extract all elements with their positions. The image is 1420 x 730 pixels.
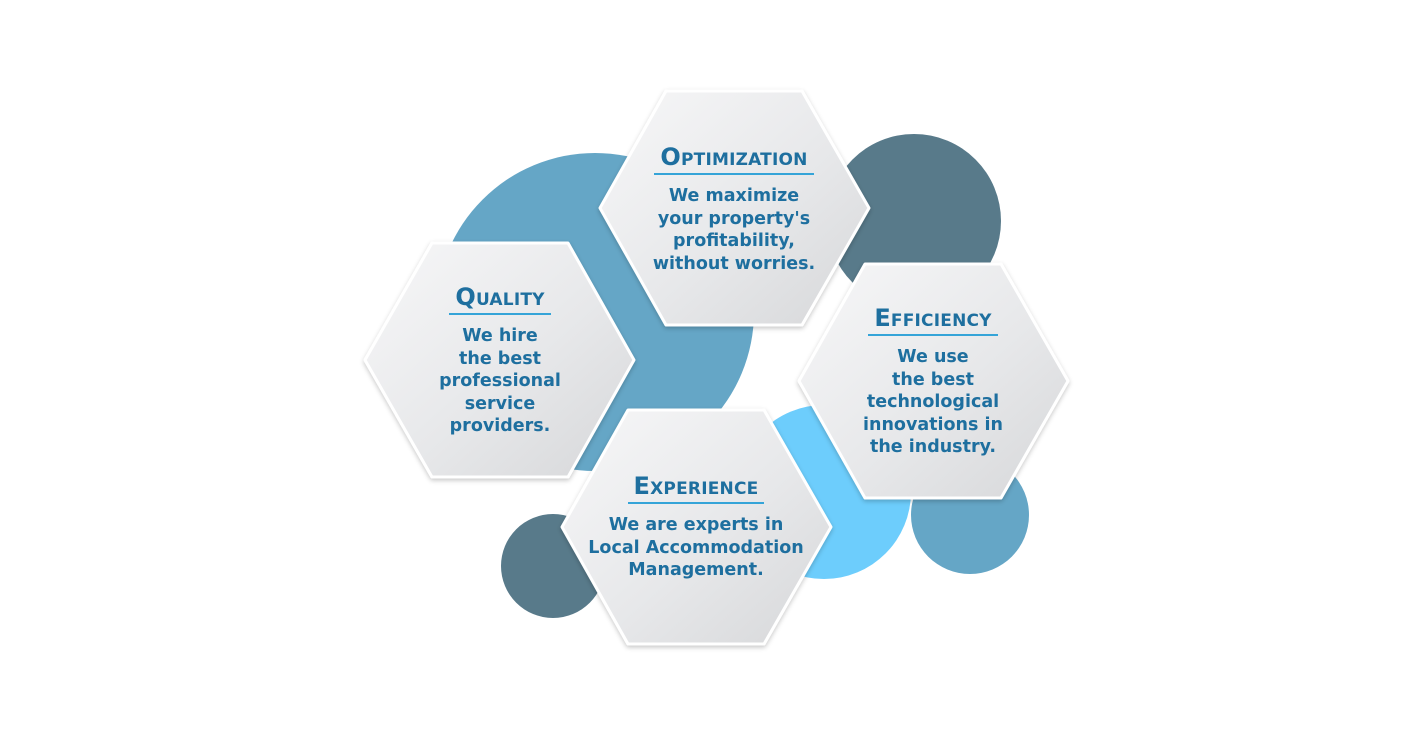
efficiency-line: We use [897,347,969,367]
hexagon-experience [560,408,833,646]
efficiency-title: Efficiency [868,304,998,336]
efficiency-line: the best [892,369,974,390]
optimization-line: profitability, [673,231,795,251]
optimization-label: Optimization We maximize your property's… [614,143,854,275]
experience-label: Experience We are experts in Local Accom… [566,472,826,582]
quality-line: professional [439,371,561,391]
experience-line: Local Accommodation [588,537,804,558]
optimization-line: We maximize [668,186,800,206]
hexagon-efficiency [797,262,1070,500]
efficiency-line: innovations in [863,414,1003,435]
hexagon-quality [363,241,636,479]
experience-title: Experience [627,472,765,504]
hexagon-optimization [598,89,871,327]
efficiency-description: We use the best technological innovation… [813,346,1053,459]
experience-line: We are experts in [608,515,784,535]
quality-title: Quality [449,283,551,315]
experience-line: Management. [628,560,764,580]
hexagon-group [363,89,1070,646]
quality-description: We hire the best professional service pr… [380,325,620,438]
optimization-title: Optimization [654,143,814,175]
quality-line: providers. [449,416,551,436]
optimization-description: We maximize your property's profitabilit… [614,185,854,275]
optimization-line: without worries. [652,253,816,274]
quality-line: service [464,393,536,414]
quality-label: Quality We hire the best professional se… [380,283,620,438]
quality-line: the best [459,348,541,369]
efficiency-line: technological [866,392,1000,412]
quality-line: We hire [462,326,538,346]
efficiency-line: the industry. [869,437,997,457]
efficiency-label: Efficiency We use the best technological… [813,304,1053,459]
experience-description: We are experts in Local Accommodation Ma… [566,514,826,582]
optimization-line: your property's [657,208,811,229]
